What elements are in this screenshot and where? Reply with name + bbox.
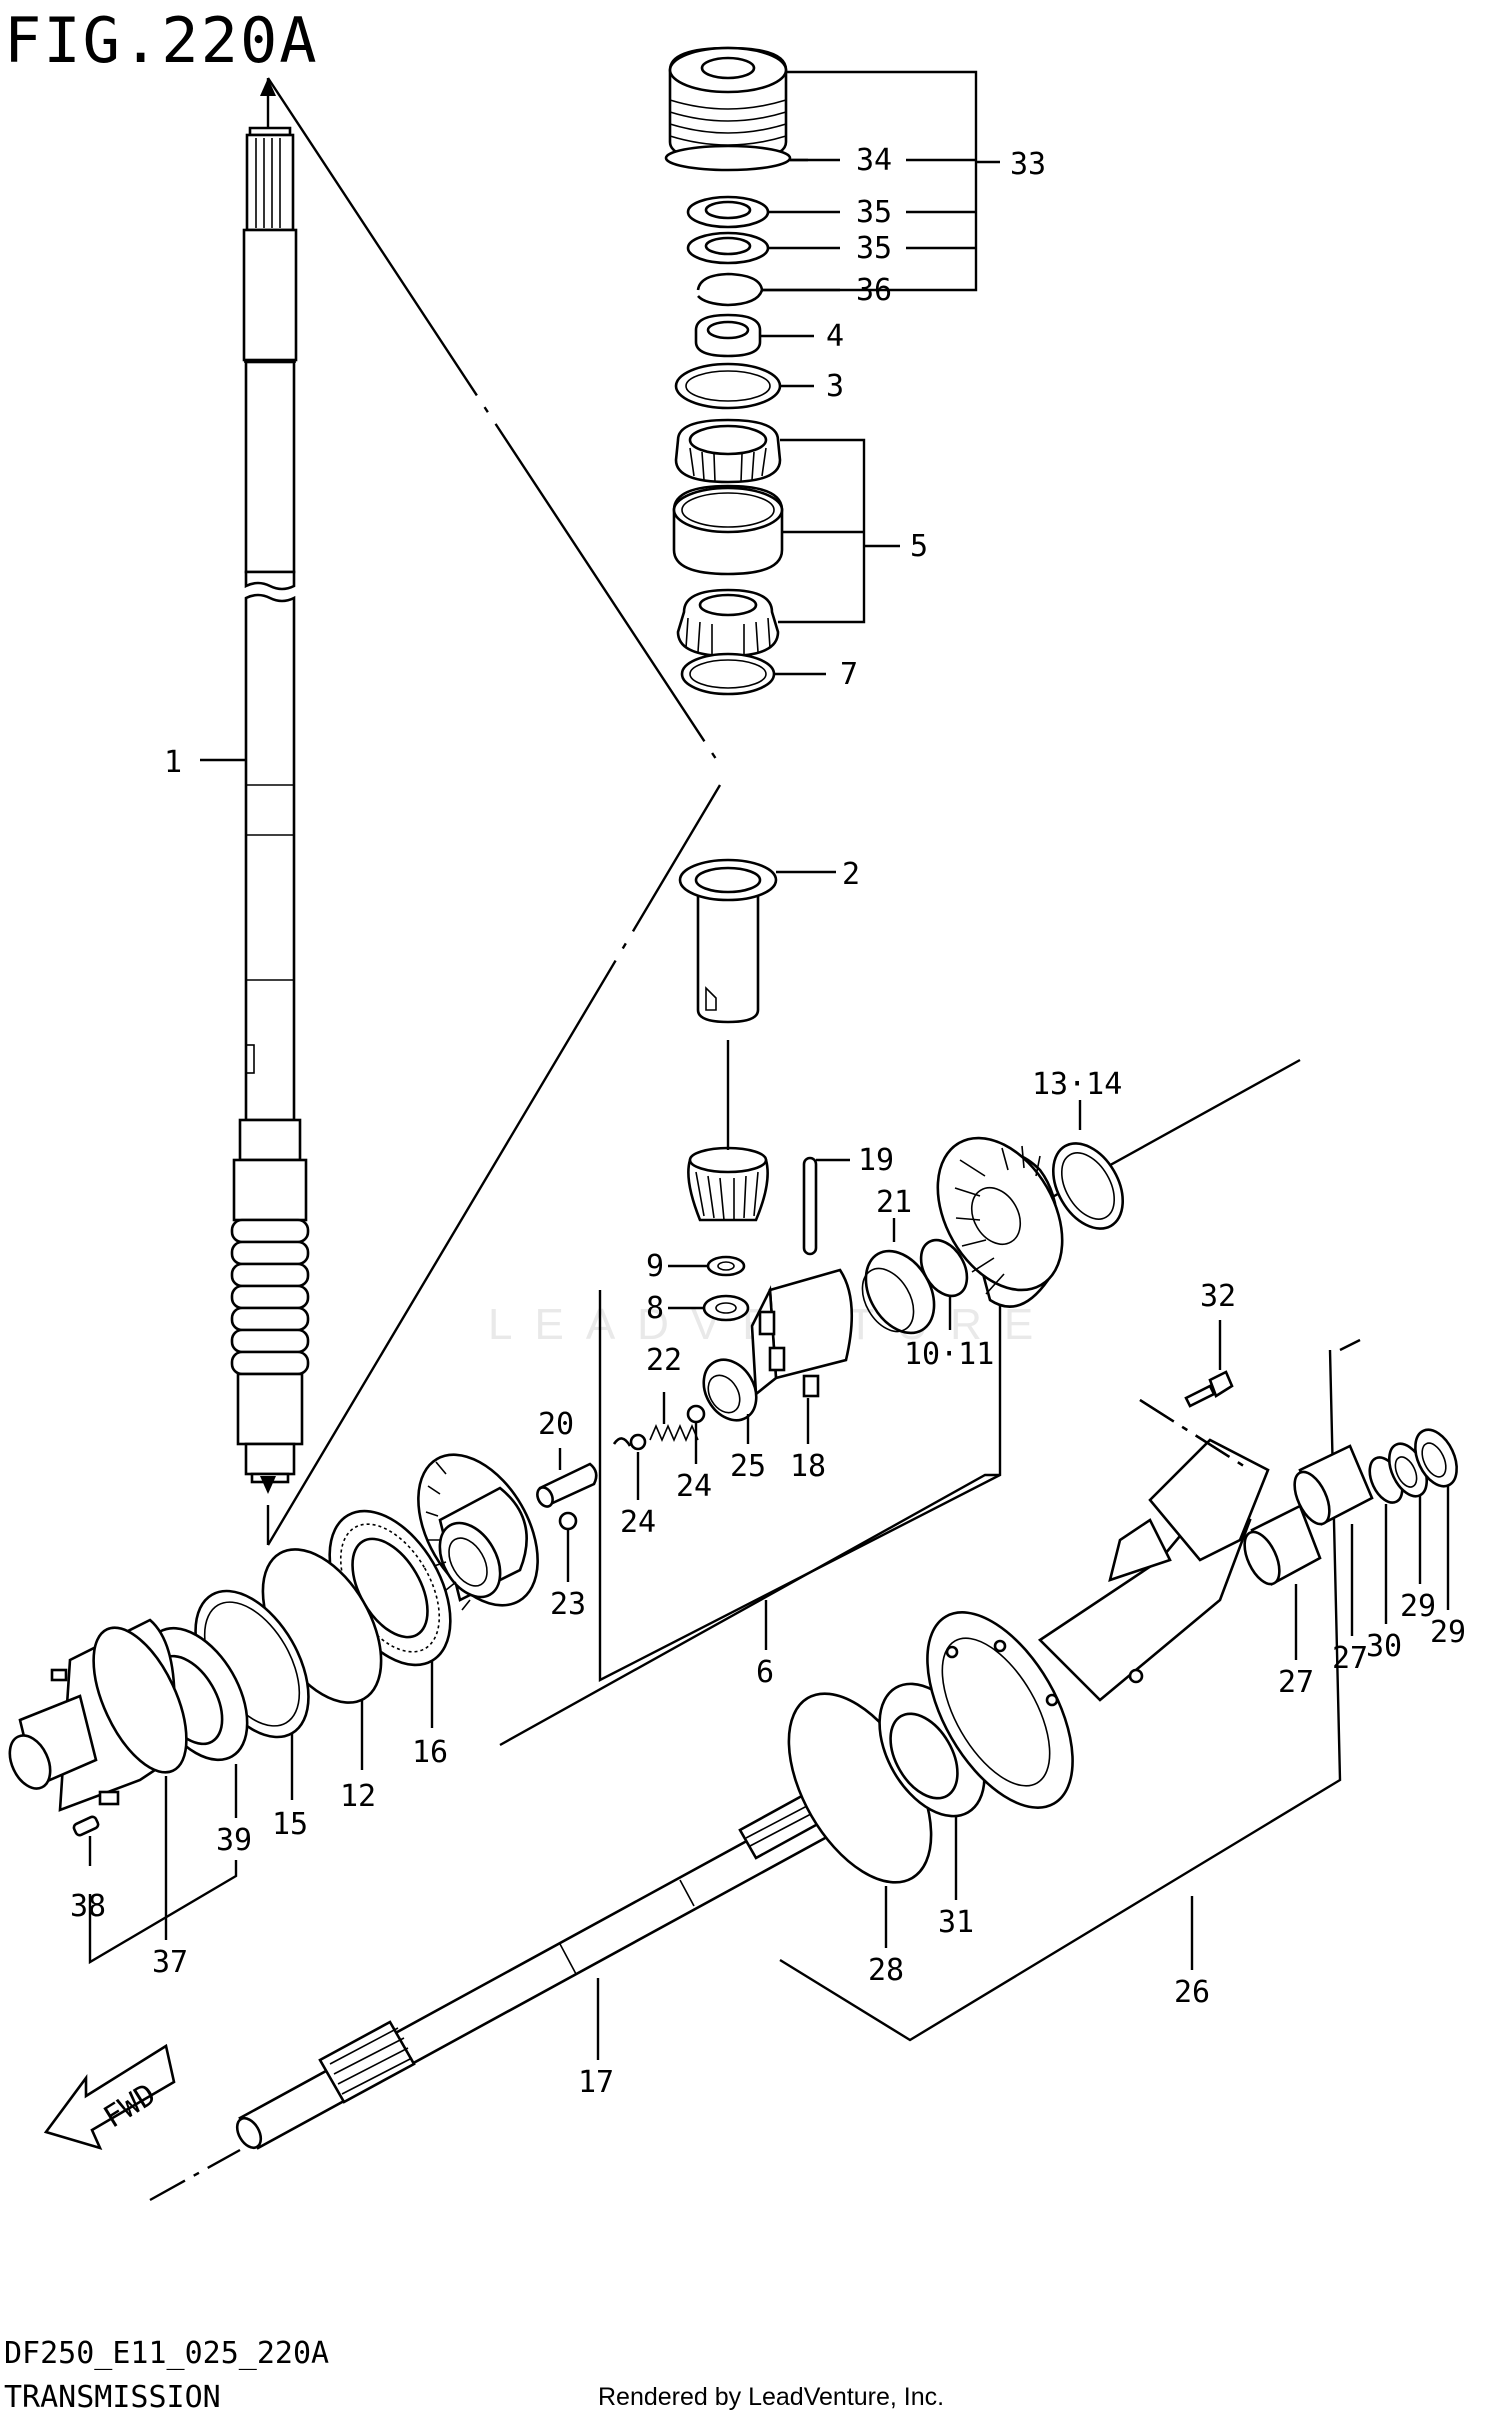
spring-part-22[interactable] [649, 1423, 699, 1443]
sleeve-part-2[interactable] [678, 858, 778, 1024]
ball-part-24-left[interactable] [629, 1433, 647, 1451]
bearing-housing-part-33[interactable] [668, 46, 788, 162]
shim-part-13-14[interactable] [1039, 1131, 1137, 1241]
callout-5: 5 [910, 529, 928, 564]
callout-13-14: 13·14 [1032, 1067, 1122, 1102]
callout-28: 28 [868, 1953, 904, 1988]
shim-part-10-11[interactable] [912, 1232, 977, 1304]
callout-2: 2 [842, 857, 860, 892]
callout-34: 34 [856, 143, 892, 178]
callout-6: 6 [756, 1655, 774, 1690]
pin-part-19[interactable] [802, 1156, 818, 1256]
callout-17: 17 [578, 2065, 614, 2100]
callout-27-right: 27 [1332, 1641, 1368, 1676]
propeller-shaft-part-17[interactable] [232, 1784, 860, 2152]
callout-24-left: 24 [620, 1505, 656, 1540]
callout-4: 4 [826, 319, 844, 354]
pinion-gear-part-6[interactable] [687, 1146, 769, 1222]
callout-3: 3 [826, 369, 844, 404]
oil-seal-part-35-upper[interactable] [686, 195, 770, 229]
callout-29-left: 29 [1400, 1589, 1436, 1624]
callout-33: 33 [1010, 147, 1046, 182]
callout-18: 18 [790, 1449, 826, 1484]
clip-part-24[interactable] [612, 1437, 632, 1447]
callout-7: 7 [840, 657, 858, 692]
oil-seal-part-29-right[interactable] [1407, 1423, 1465, 1493]
callout-30: 30 [1366, 1629, 1402, 1664]
callout-31: 31 [938, 1905, 974, 1940]
callout-36: 36 [856, 273, 892, 308]
callout-19: 19 [858, 1143, 894, 1178]
shim-part-3[interactable] [674, 362, 782, 410]
plunger-part-20[interactable] [534, 1462, 598, 1509]
callout-numbers: 1 2 3 4 5 6 7 8 9 10·11 12 13·14 15 16 1… [70, 143, 1466, 2100]
drive-shaft-part-1[interactable] [230, 126, 310, 1484]
callout-35-upper: 35 [856, 195, 892, 230]
callout-32: 32 [1200, 1279, 1236, 1314]
ball-part-24-right[interactable] [686, 1404, 706, 1424]
ball-part-23[interactable] [558, 1511, 578, 1531]
needle-bearing-part-27-right[interactable] [1287, 1444, 1374, 1529]
needle-bearing-part-27-left[interactable] [1237, 1504, 1322, 1589]
callout-29-right: 29 [1430, 1615, 1466, 1650]
callout-15: 15 [272, 1807, 308, 1842]
callout-16: 16 [412, 1735, 448, 1770]
callout-10-11: 10·11 [904, 1337, 994, 1372]
clutch-dog-part-18[interactable] [750, 1268, 854, 1398]
taper-roller-bearing-part-5[interactable] [672, 418, 784, 658]
forward-gear[interactable] [912, 1116, 1088, 1312]
callout-27-left: 27 [1278, 1665, 1314, 1700]
render-credit: Rendered by LeadVenture, Inc. [598, 2383, 945, 2411]
callout-22: 22 [646, 1343, 682, 1378]
callout-8: 8 [646, 1291, 664, 1326]
callout-23: 23 [550, 1587, 586, 1622]
leader-lines [88, 70, 1450, 2060]
callout-1: 1 [164, 745, 182, 780]
callout-35-lower: 35 [856, 231, 892, 266]
diagram-code: DF250_E11_025_220A [4, 2336, 330, 2371]
callout-20: 20 [538, 1407, 574, 1442]
callout-9: 9 [646, 1249, 664, 1284]
callout-38: 38 [70, 1889, 106, 1924]
callout-24-right: 24 [676, 1469, 712, 1504]
forward-direction-arrow: FWD [43, 2043, 176, 2151]
bolt-part-32[interactable] [1184, 1370, 1234, 1408]
bearing-part-4[interactable] [694, 313, 762, 358]
callout-25: 25 [730, 1449, 766, 1484]
reverse-gear[interactable] [394, 1434, 563, 1626]
callout-39: 39 [216, 1823, 252, 1858]
oil-seal-part-35-lower[interactable] [686, 231, 770, 265]
bearing-housing-part-37[interactable] [2, 1614, 206, 1812]
figure-title: FIG.220A [4, 4, 319, 77]
washer-part-8[interactable] [702, 1294, 750, 1322]
shim-part-7[interactable] [680, 652, 776, 696]
section-title: TRANSMISSION [4, 2380, 221, 2415]
callout-21: 21 [876, 1185, 912, 1220]
circlip-part-36[interactable] [696, 272, 764, 307]
callout-37: 37 [152, 1945, 188, 1980]
propeller-shaft-housing-part-26[interactable] [898, 1438, 1270, 1832]
callout-26: 26 [1174, 1975, 1210, 2010]
callout-12: 12 [340, 1779, 376, 1814]
o-ring-part-34[interactable] [664, 144, 792, 172]
pin-part-38[interactable] [72, 1815, 100, 1837]
bushing-part-25[interactable] [693, 1350, 767, 1429]
washer-part-9[interactable] [706, 1255, 746, 1277]
